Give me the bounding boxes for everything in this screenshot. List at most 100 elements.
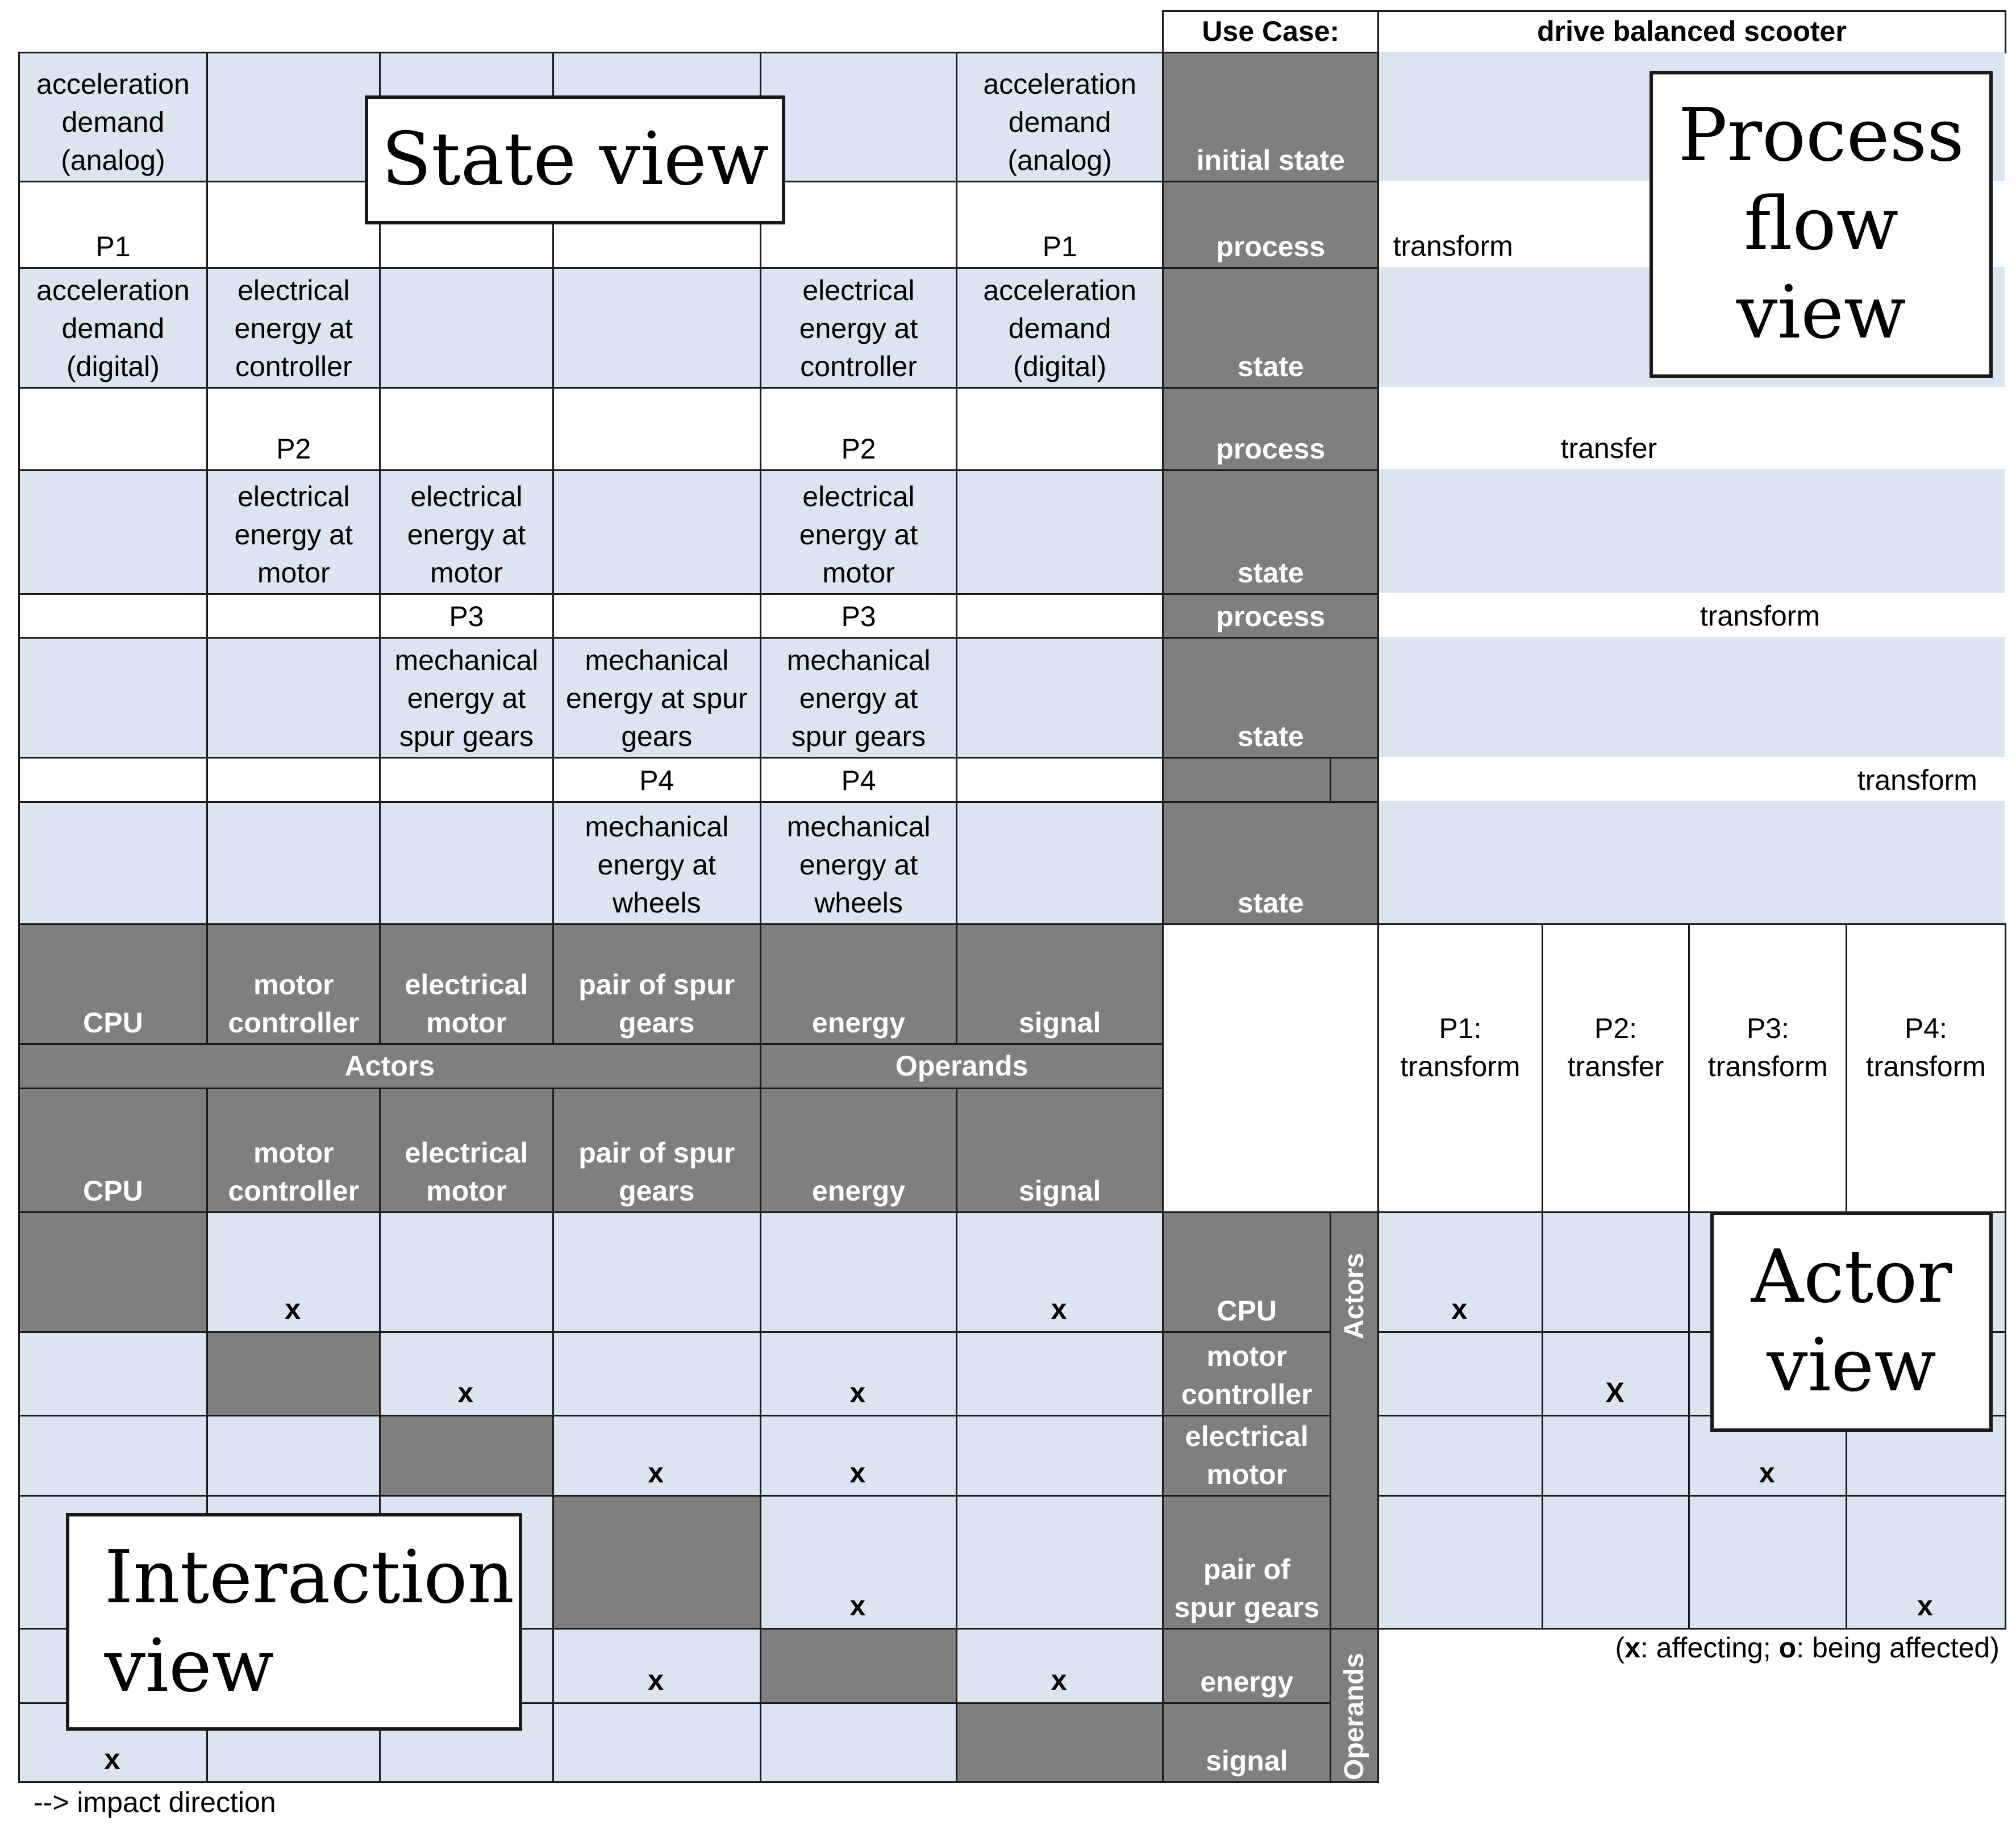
column-header-signal: signal	[956, 923, 1164, 1045]
flow-cell-empty	[956, 757, 1164, 803]
process-label-transform: transform	[1700, 600, 1821, 632]
process-band-state	[1379, 637, 2005, 759]
interaction-cell	[760, 1211, 958, 1333]
flow-cell-empty	[956, 469, 1164, 595]
actor-mark: x	[1451, 1293, 1468, 1325]
row-type-state: state	[1162, 266, 1380, 389]
interaction-cell	[760, 1415, 958, 1497]
header-corner-blank	[1162, 923, 1380, 1213]
process-header-p4: P4:transform	[1846, 923, 2006, 1213]
actor-mark: X	[1605, 1377, 1625, 1409]
actor-cell	[1688, 1494, 1848, 1630]
flow-cell-empty	[206, 51, 381, 182]
diagonal-cell	[18, 1211, 209, 1333]
flow-cell-empty	[379, 387, 554, 472]
flow-cell-empty	[760, 51, 958, 182]
actor-cell	[1541, 1494, 1690, 1630]
flow-cell-empty	[552, 266, 762, 389]
legend: (x: affecting; o: being affected)	[1615, 1631, 2000, 1664]
column-header-cpu: CPU	[18, 923, 209, 1045]
impact-mark: x	[648, 1664, 664, 1697]
interaction-cell	[552, 1331, 762, 1417]
flow-cell-p2: P2	[760, 387, 958, 472]
diagonal-cell	[760, 1627, 958, 1705]
row-type-process: process	[1162, 180, 1380, 269]
flow-cell-p3: P3	[760, 593, 958, 639]
process-header-p1: P1:transform	[1377, 923, 1543, 1213]
interaction-cell	[552, 1211, 762, 1333]
group-header-operands: Operands	[760, 1043, 1164, 1089]
interaction-cell	[956, 1494, 1164, 1630]
impact-mark: x	[849, 1377, 866, 1409]
impact-mark: x	[849, 1589, 866, 1622]
impact-mark: x	[457, 1377, 474, 1409]
flow-cell-empty	[206, 757, 381, 803]
actor-mark: x	[1759, 1456, 1775, 1489]
actor-cell	[1377, 1331, 1543, 1417]
actor-mark: x	[1917, 1589, 1933, 1622]
interaction-cell	[18, 1331, 209, 1417]
process-label-transform: transform	[1393, 230, 1513, 262]
process-label-transfer: transfer	[1560, 432, 1657, 465]
interaction-cell	[760, 1494, 958, 1630]
interaction-cell	[206, 1211, 381, 1333]
impact-mark: x	[285, 1293, 301, 1325]
flow-cell-empty	[206, 180, 381, 269]
process-band-state	[1379, 801, 2005, 926]
row-type-state: state	[1162, 637, 1380, 759]
actor-cell	[1846, 1494, 2006, 1630]
flow-cell-empty	[18, 593, 209, 639]
process-header-p2: P2:transfer	[1541, 923, 1690, 1213]
interaction-cell	[956, 1331, 1164, 1417]
flow-cell-empty	[18, 801, 209, 926]
flow-cell-empty	[379, 266, 554, 389]
row-type-state: state	[1162, 469, 1380, 595]
row-header-signal: signal	[1162, 1702, 1332, 1783]
row-type-initial-state: initial state	[1162, 51, 1380, 182]
impact-mark: x	[1051, 1664, 1067, 1697]
diagonal-cell	[552, 1494, 762, 1630]
interaction-cell	[956, 1415, 1164, 1497]
impact-mark: x	[849, 1456, 866, 1489]
flow-cell-empty	[379, 801, 554, 926]
column-header-signal: signal	[956, 1087, 1164, 1213]
flow-cell-empty	[956, 593, 1164, 639]
process-band-state	[1379, 469, 2005, 595]
process-label-transform: transform	[1857, 764, 1977, 796]
flow-cell-empty	[956, 387, 1164, 472]
impact-mark: x	[648, 1456, 664, 1489]
group-label-operands: Operands	[1330, 1627, 1380, 1783]
impact-mark: x	[104, 1743, 120, 1775]
interaction-cell	[379, 1211, 554, 1333]
flow-cell-empty	[18, 469, 209, 595]
diagonal-cell	[956, 1702, 1164, 1783]
actor-cell	[1541, 1211, 1690, 1333]
row-header-energy: energy	[1162, 1627, 1332, 1705]
flow-cell-p1: P1	[18, 180, 209, 269]
flow-cell-p2: P2	[206, 387, 381, 472]
flow-cell-empty	[18, 387, 209, 472]
flow-cell-empty	[206, 801, 381, 926]
row-type-blank	[1162, 757, 1332, 803]
impact-mark: x	[1051, 1293, 1067, 1325]
interaction-cell	[956, 1211, 1164, 1333]
flow-cell-empty	[206, 593, 381, 639]
